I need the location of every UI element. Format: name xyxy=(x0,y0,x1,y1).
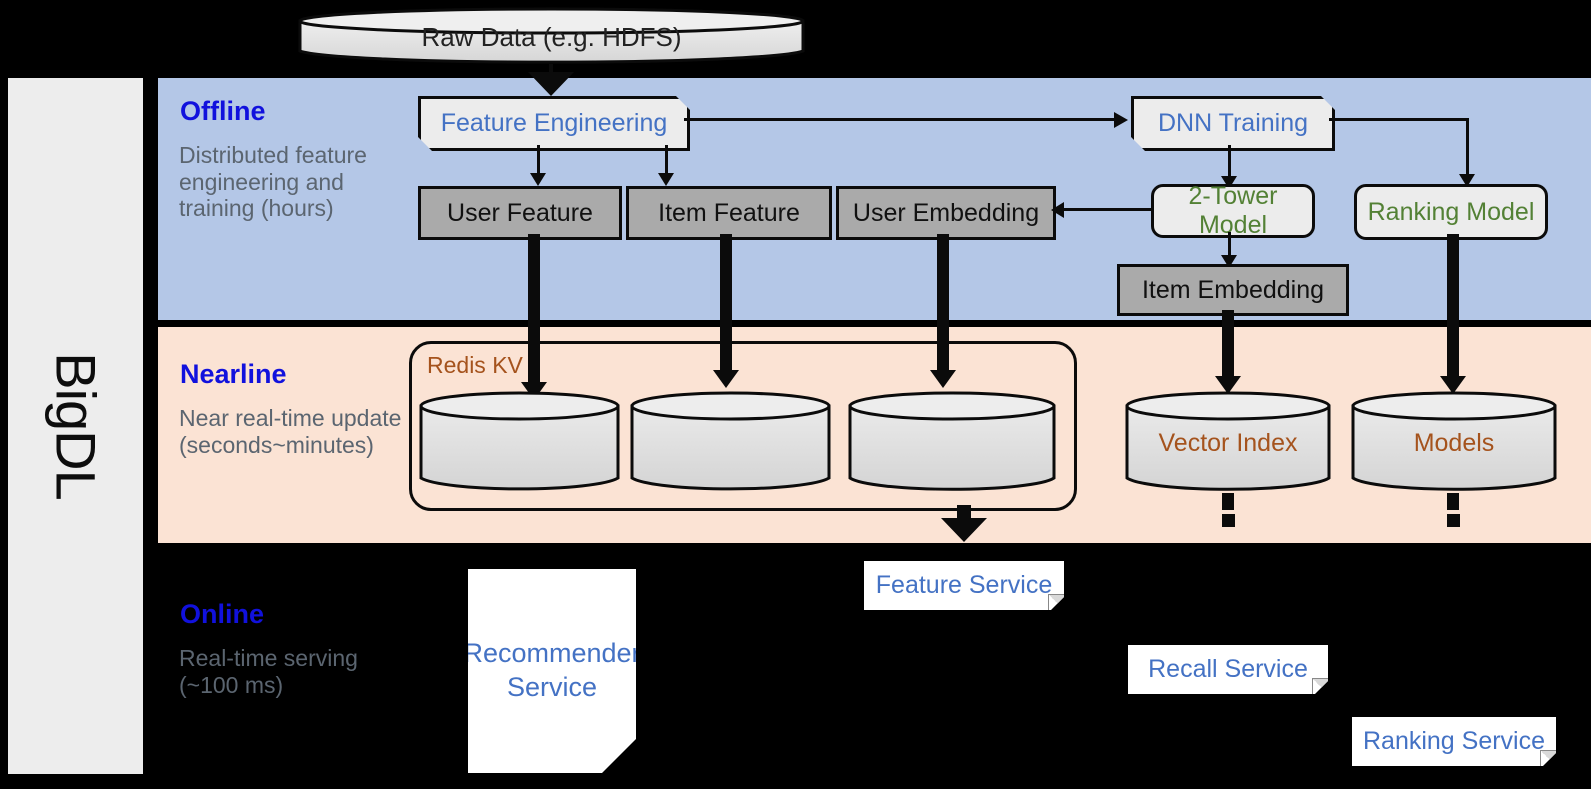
connector-fe-userfeature xyxy=(537,145,540,175)
store-cylinder-item-feature[interactable] xyxy=(629,390,832,494)
user-embedding-label: User Embedding xyxy=(852,198,1040,227)
pipe-itemembedding-vectorindex xyxy=(1222,310,1234,383)
stub-vector-index-dot xyxy=(1222,514,1235,527)
connector-dnn-twotower xyxy=(1228,145,1231,178)
ranking-model-box[interactable]: Ranking Model xyxy=(1354,184,1548,240)
framework-sidebar: BigDL xyxy=(8,78,143,774)
online-title: Online xyxy=(180,599,265,629)
nearline-subtitle: Near real-time update (seconds~minutes) xyxy=(179,405,402,458)
arrowhead-dnn-ranking xyxy=(1459,174,1475,187)
user-embedding-box[interactable]: User Embedding xyxy=(836,186,1056,240)
redis-kv-label: Redis KV xyxy=(427,352,523,378)
arrowhead-rankingmodel-models xyxy=(1440,376,1466,394)
arrowhead-fe-userfeature xyxy=(530,173,546,186)
connector-fe-itemfeature xyxy=(665,145,668,175)
pipe-rankingmodel-models xyxy=(1447,234,1459,383)
user-feature-label: User Feature xyxy=(447,198,593,227)
recommender-service-label: Recommender Service xyxy=(463,638,641,702)
stub-models-dot xyxy=(1447,514,1460,527)
raw-data-cylinder: Raw Data (e.g. HDFS) xyxy=(297,6,806,66)
framework-name: BigDL xyxy=(44,352,107,500)
nearline-title: Nearline xyxy=(180,359,287,389)
models-cylinder[interactable]: Models xyxy=(1350,390,1558,494)
store-cylinder-user-feature[interactable] xyxy=(418,390,621,494)
feature-engineering-label: Feature Engineering xyxy=(440,109,668,137)
connector-twotower-userembedding xyxy=(1063,208,1153,211)
connector-dnn-ranking-h xyxy=(1329,118,1469,121)
vector-index-cylinder[interactable]: Vector Index xyxy=(1124,390,1332,494)
ranking-service-note[interactable]: Ranking Service xyxy=(1352,717,1556,766)
arrowhead-userembedding-store xyxy=(930,370,956,388)
dnn-training-box[interactable]: DNN Training xyxy=(1131,96,1335,151)
recall-service-label: Recall Service xyxy=(1148,655,1308,683)
arrowhead-fe-itemfeature xyxy=(658,173,674,186)
offline-subtitle: Distributed feature engineering and trai… xyxy=(179,142,367,222)
connector-twotower-itemembedding xyxy=(1228,232,1231,259)
ranking-model-label: Ranking Model xyxy=(1367,197,1535,226)
dnn-training-label: DNN Training xyxy=(1157,109,1309,137)
online-subtitle: Real-time serving (~100 ms) xyxy=(179,645,358,698)
recall-service-note[interactable]: Recall Service xyxy=(1128,645,1328,694)
item-feature-box[interactable]: Item Feature xyxy=(626,186,832,240)
connector-fe-dnn xyxy=(684,118,1114,121)
two-tower-model-box[interactable]: 2-Tower Model xyxy=(1151,182,1315,239)
item-feature-label: Item Feature xyxy=(658,198,800,227)
item-embedding-label: Item Embedding xyxy=(1141,275,1325,304)
recommender-service-note[interactable]: Recommender Service xyxy=(468,569,636,773)
stub-vector-index xyxy=(1222,493,1234,510)
offline-title: Offline xyxy=(180,96,266,126)
ranking-service-label: Ranking Service xyxy=(1362,727,1546,755)
connector-dnn-ranking-v xyxy=(1466,118,1469,176)
stub-models xyxy=(1447,493,1459,510)
feature-service-label: Feature Service xyxy=(875,571,1053,599)
arrowhead-fe-dnn xyxy=(1114,112,1128,128)
arrowhead-redis-featureservice xyxy=(941,518,987,542)
pipe-userfeature-store xyxy=(528,234,540,389)
stub-redis-featureservice xyxy=(957,505,971,521)
arrowhead-itemfeature-store xyxy=(713,370,739,388)
item-embedding-box[interactable]: Item Embedding xyxy=(1117,264,1349,316)
store-cylinder-user-embedding[interactable] xyxy=(847,390,1057,494)
feature-engineering-box[interactable]: Feature Engineering xyxy=(418,96,690,151)
feature-service-note[interactable]: Feature Service xyxy=(864,561,1064,610)
arrowhead-itemembedding-vectorindex xyxy=(1215,376,1241,394)
redis-kv-container[interactable] xyxy=(409,341,1077,511)
arrowhead-twotower-userembedding xyxy=(1051,202,1064,218)
user-feature-box[interactable]: User Feature xyxy=(418,186,622,240)
two-tower-model-label: 2-Tower Model xyxy=(1188,182,1278,239)
arrowhead-rawdata-fe xyxy=(528,72,574,96)
